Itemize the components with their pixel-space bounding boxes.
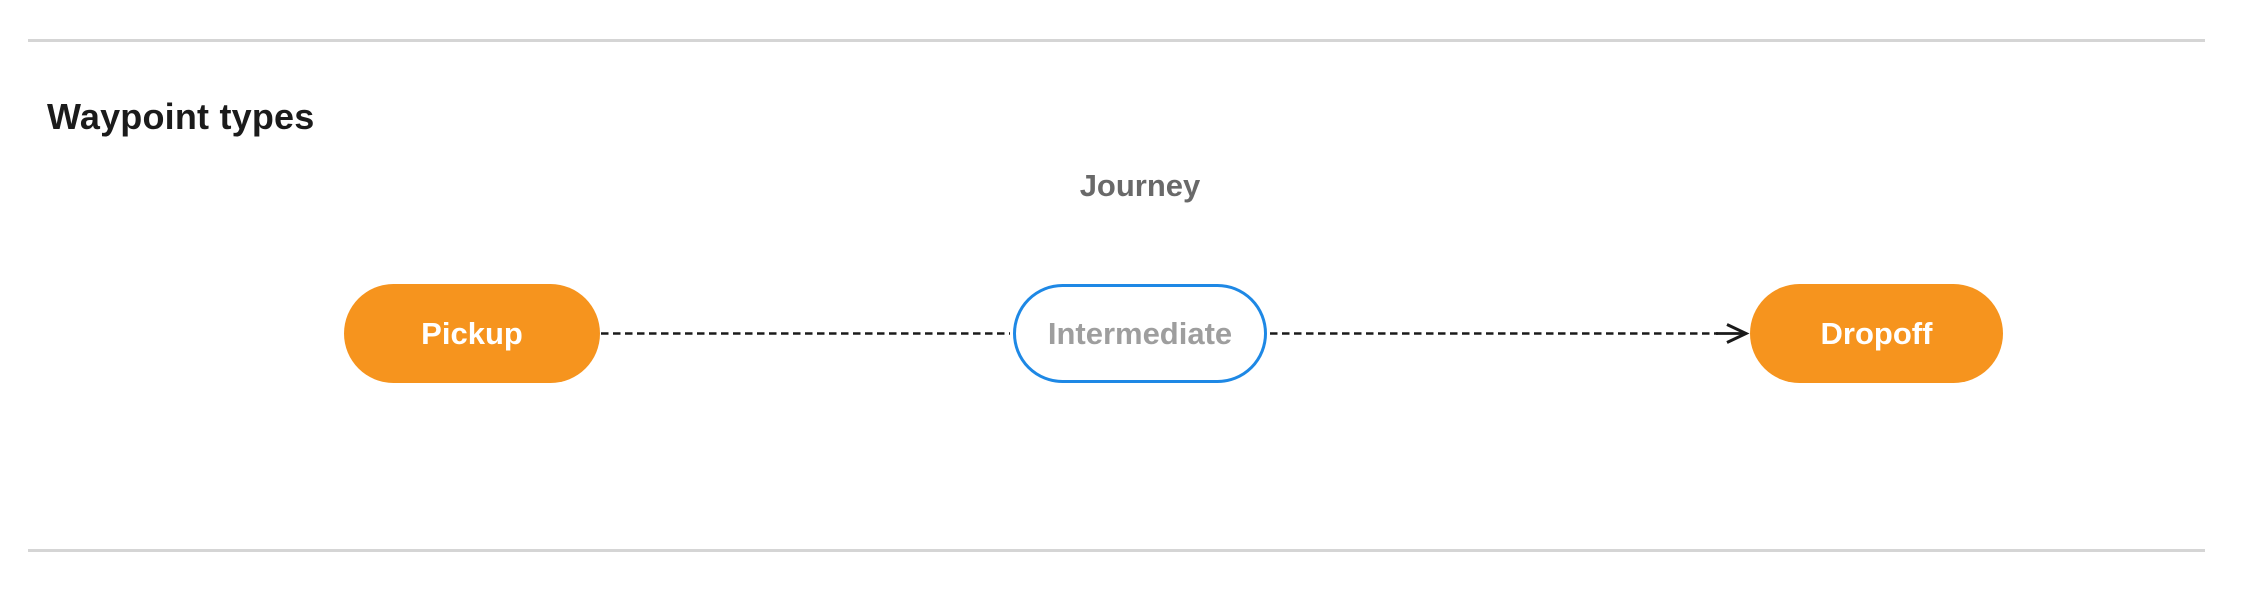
- bottom-divider: [28, 549, 2205, 552]
- node-dropoff: Dropoff: [1750, 284, 2003, 383]
- node-dropoff-label: Dropoff: [1820, 315, 1933, 351]
- page-title: Waypoint types: [47, 95, 315, 137]
- node-intermediate-label: Intermediate: [1047, 315, 1233, 351]
- top-divider: [28, 39, 2205, 42]
- node-pickup-label: Pickup: [421, 315, 523, 351]
- journey-label: Journey: [1079, 168, 1201, 203]
- arrowhead-icon: [1726, 323, 1750, 344]
- node-intermediate: Intermediate: [1013, 284, 1267, 383]
- node-pickup: Pickup: [344, 284, 600, 383]
